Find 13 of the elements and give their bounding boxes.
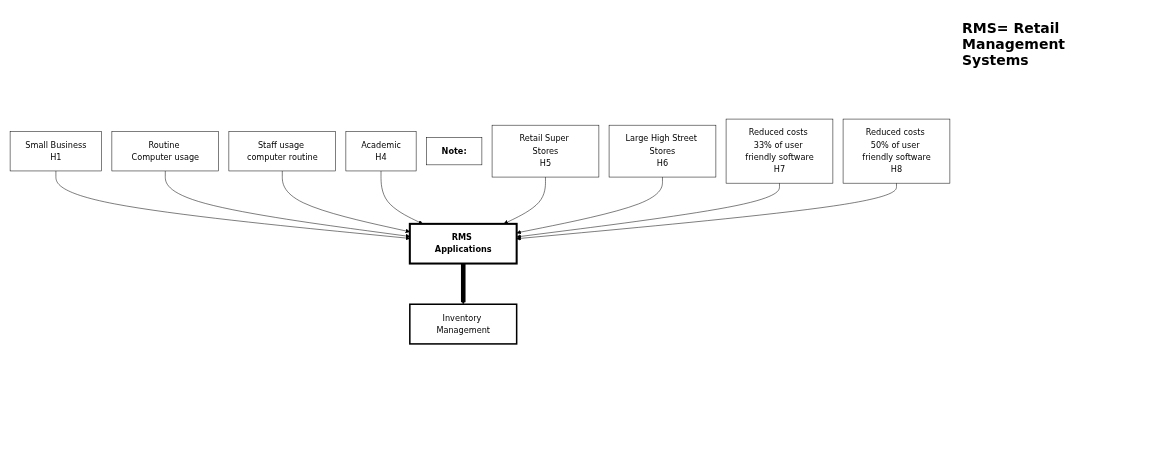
node-box: Small Business H1 (9, 131, 102, 172)
node-box: RMS Applications (408, 222, 518, 265)
node-box: Staff usage computer routine (228, 131, 336, 172)
node-box: Academic H4 (345, 131, 417, 172)
node-box: Note: (426, 137, 483, 166)
node-box: Inventory Management (409, 303, 518, 345)
node-box: Routine Computer usage (111, 131, 219, 172)
arrow (460, 263, 466, 305)
note-text: RMS= Retail Management Systems (962, 20, 1067, 68)
node-box: Reduced costs 50% of user friendly software H8 (842, 118, 951, 184)
node-box: Large High Street Stores H6 (608, 124, 717, 178)
node-box: Reduced costs 33% of user friendly software H7 (725, 118, 834, 184)
node-box: Retail Super Stores H5 (491, 124, 600, 178)
